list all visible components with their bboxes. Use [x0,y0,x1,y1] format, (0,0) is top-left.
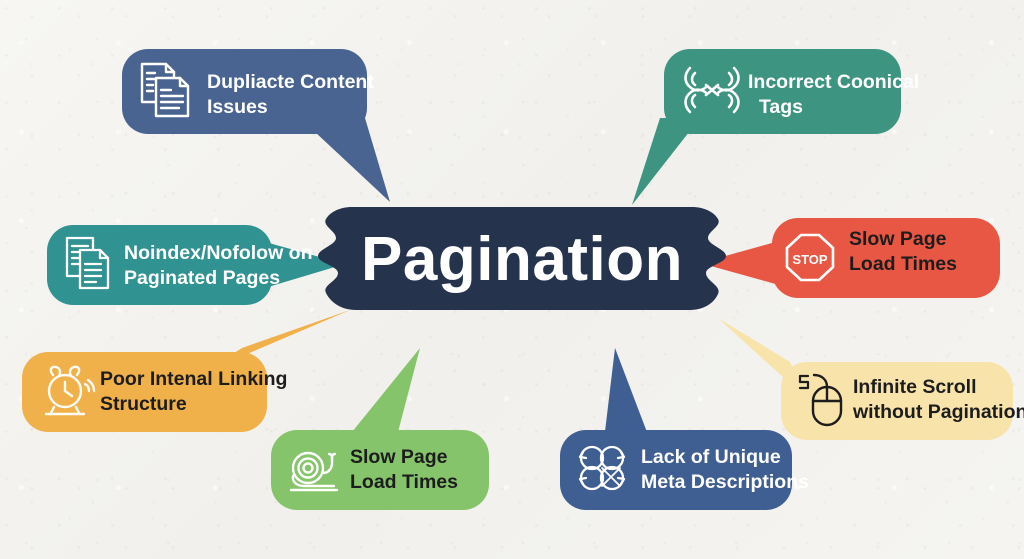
snail-icon [289,451,339,492]
branch-incorrect-canonical-tags[interactable]: Incorrect Coonical Tags [664,49,919,134]
branch-slow-page-load-red[interactable]: STOP Slow Page Load Times [772,218,1000,298]
tail-slow-page-load-green [352,348,420,432]
bubble-label-poor-internal-linking-line2: Structure [100,393,187,415]
bubble-label-slow-page-load-red-line2: Load Times [849,253,957,275]
bubble-label-lack-unique-meta-line2: Meta Descriptions [641,471,809,493]
center-node[interactable]: Pagination [318,207,726,310]
bubble-label-slow-page-load-green-line1: Slow Page [350,446,448,468]
branch-infinite-scroll[interactable]: Infinite Scroll without Pagination [781,362,1024,440]
chain-links-icon [684,66,740,114]
tail-slow-page-load-red [700,238,790,288]
alarm-clock-icon [44,365,96,416]
bubble-label-incorrect-canonical-tags-line2: Tags [759,96,803,118]
circular-arrows-icon [578,445,626,491]
center-node-shape [318,207,726,310]
tail-noindex-nofollow [258,240,345,290]
stop-sign-icon: STOP [785,233,835,282]
branch-lack-unique-meta[interactable]: Lack of Unique Meta Descriptions [560,430,809,510]
tail-duplicate-content-issues [300,118,390,202]
branch-poor-internal-linking[interactable]: Poor Intenal Linking Structure [22,352,287,432]
bubble-shape-infinite-scroll [781,362,1013,440]
bubble-label-lack-unique-meta-line1: Lack of Unique [641,446,781,468]
bubble-label-duplicate-content-issues-line1: Dupliacte Content [207,71,374,93]
bubble-label-infinite-scroll-line2: without Pagination [852,401,1024,423]
document-pages-icon [65,236,110,290]
branch-noindex-nofollow[interactable]: Noindex/Nofolow on Paginated Pages [47,225,312,305]
bubble-shape-lack-unique-meta [560,430,792,510]
center-node-label: Pagination [361,225,683,294]
documents-stack-icon [140,62,190,118]
computer-mouse-icon [798,373,843,427]
bubble-label-poor-internal-linking-line1: Poor Intenal Linking [100,368,287,390]
bubble-label-slow-page-load-green-line2: Load Times [350,471,458,493]
bubble-label-incorrect-canonical-tags-line1: Incorrect Coonical [748,71,919,93]
bubble-shape-poor-internal-linking [22,352,267,432]
bubble-shape-incorrect-canonical-tags [664,49,901,134]
svg-text:STOP: STOP [792,252,827,267]
bubble-label-noindex-nofollow-line2: Paginated Pages [124,267,280,289]
branch-slow-page-load-green[interactable]: Slow Page Load Times [271,430,489,510]
tail-lack-unique-meta [604,348,650,440]
branch-duplicate-content-issues[interactable]: Dupliacte Content Issues [122,49,374,134]
tail-incorrect-canonical-tags [632,118,700,205]
bubble-label-noindex-nofollow-line1: Noindex/Nofolow on [124,242,312,264]
bubble-label-duplicate-content-issues-line2: Issues [207,96,268,118]
bubble-label-infinite-scroll-line1: Infinite Scroll [853,376,977,398]
bubble-label-slow-page-load-red-line1: Slow Page [849,228,947,250]
bubble-shape-slow-page-load-red [772,218,1000,298]
